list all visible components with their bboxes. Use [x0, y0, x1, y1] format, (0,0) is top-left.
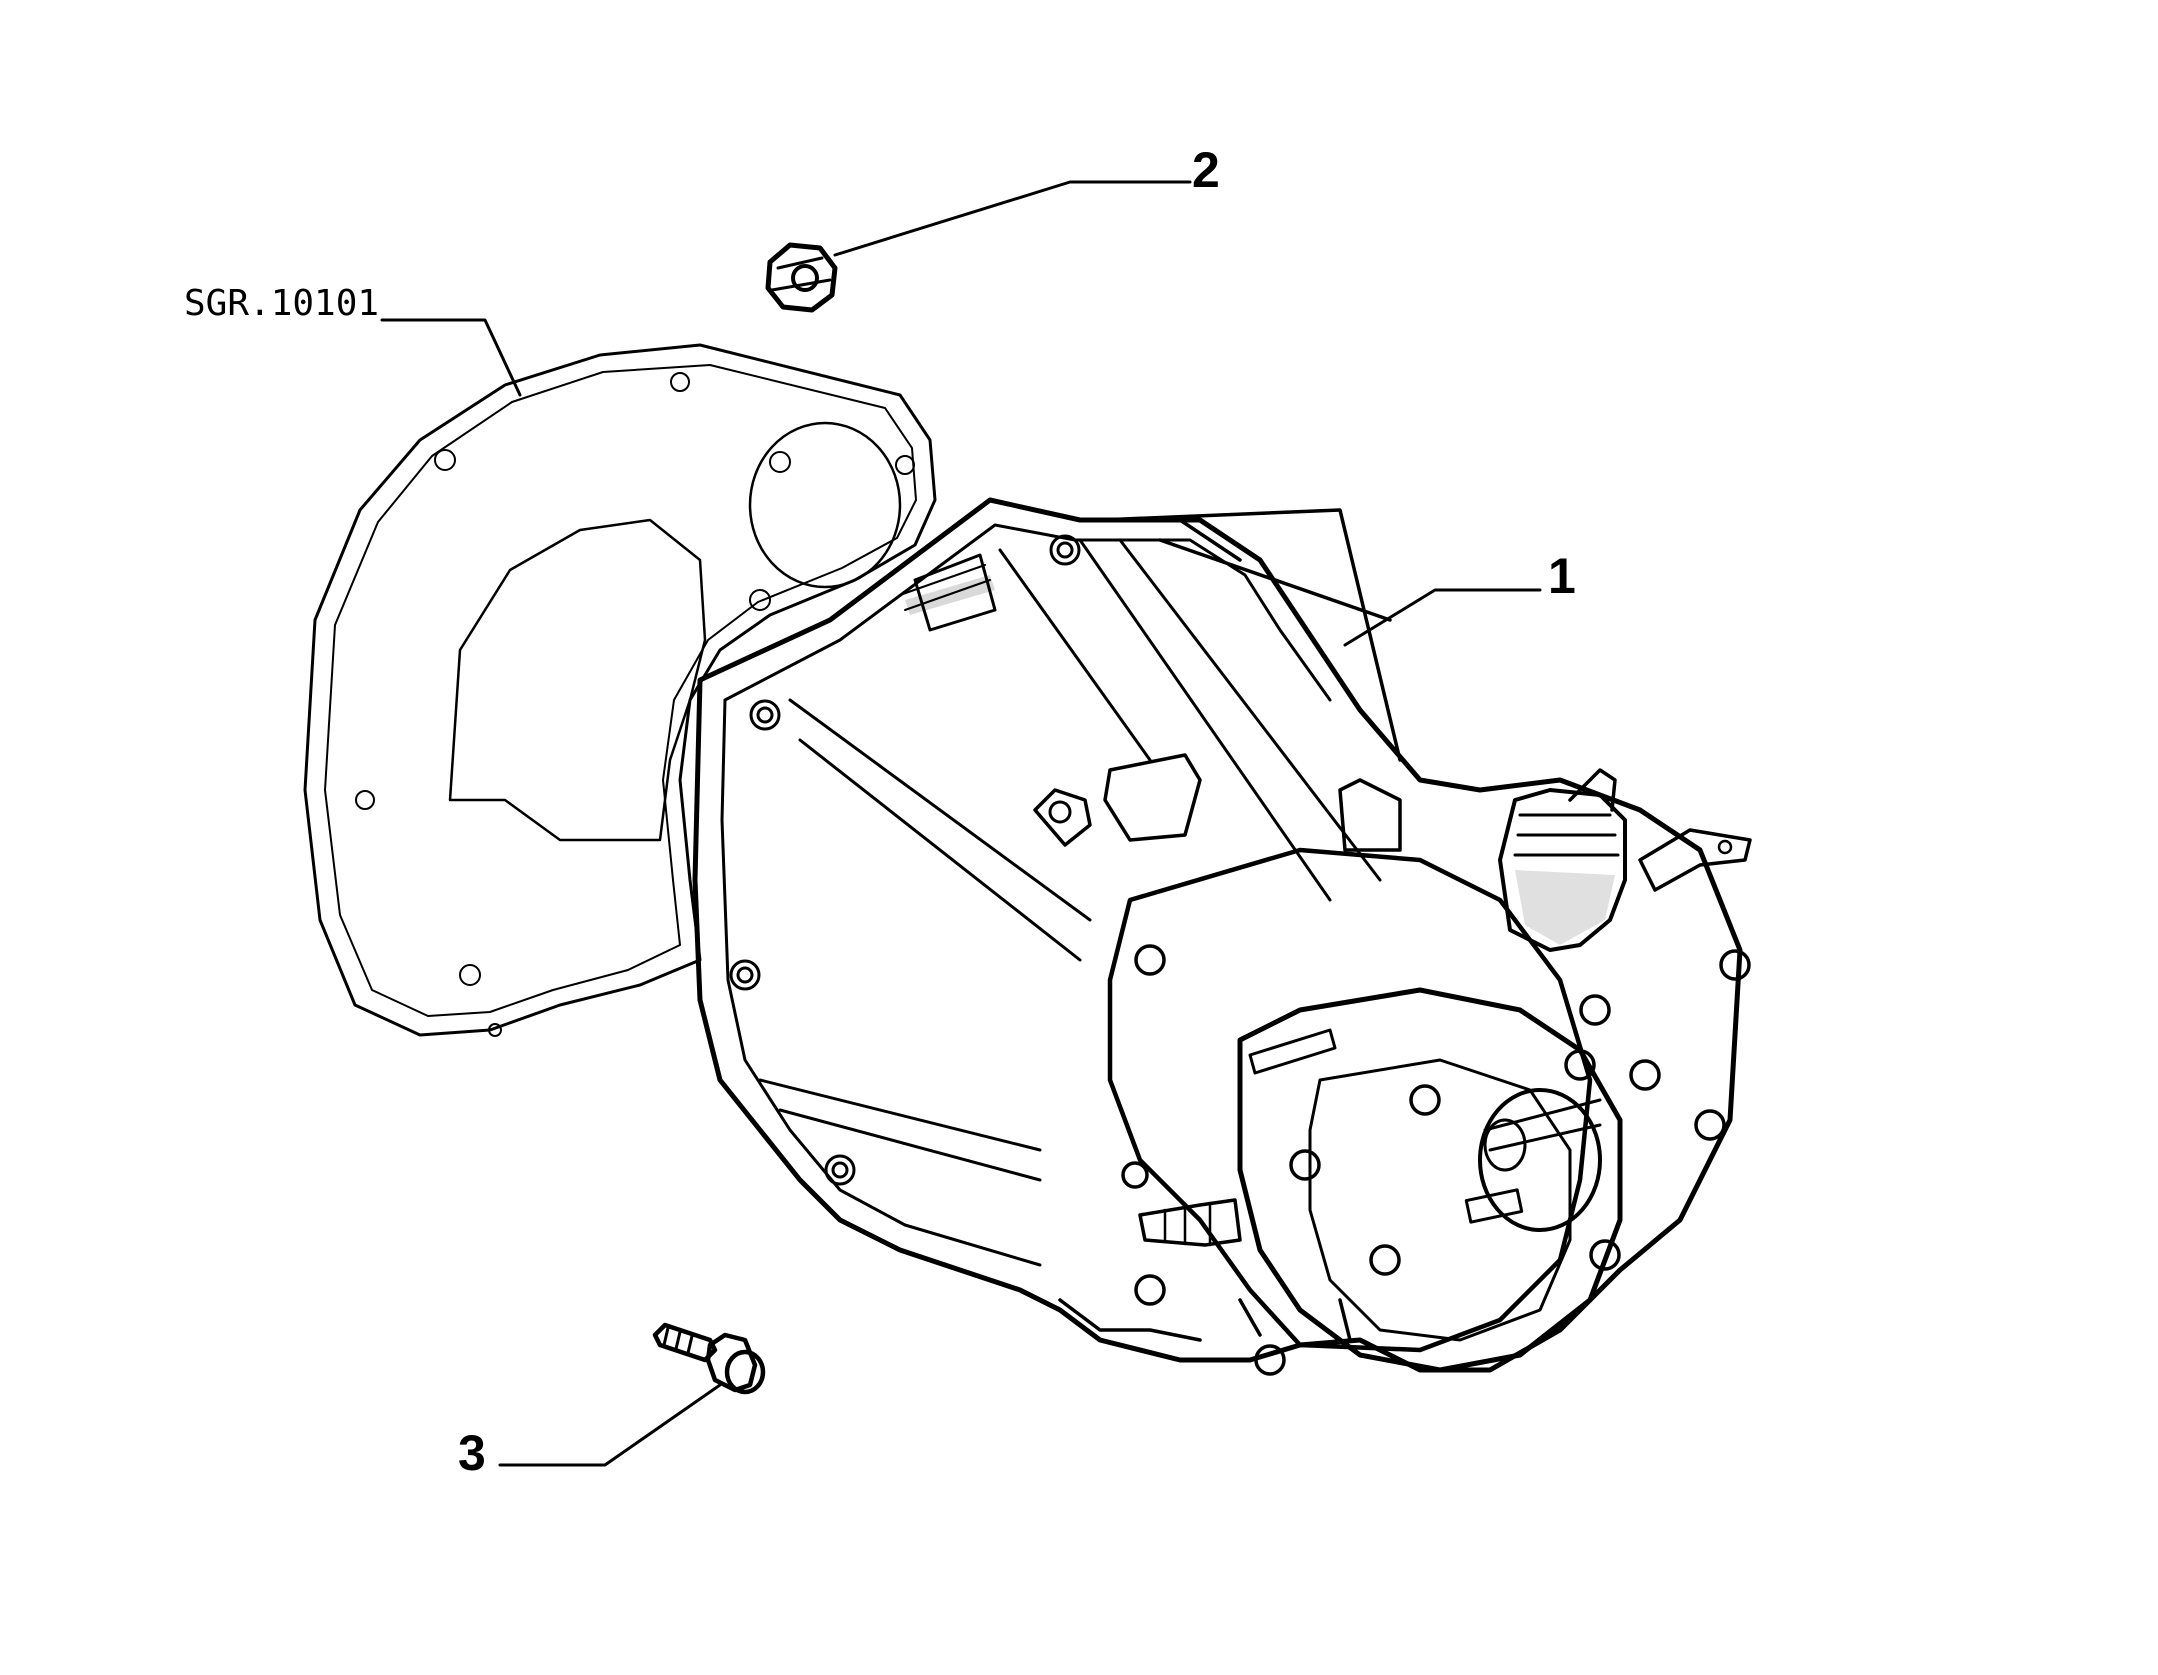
leader-line-3: [498, 1383, 722, 1467]
leader-line-1: [1343, 588, 1542, 647]
callout-2: 2: [1192, 142, 1220, 198]
gearbox-housing: [692, 497, 1752, 1376]
callout-3: 3: [458, 1425, 486, 1481]
leader-line-ref: [380, 318, 522, 397]
leader-lines: [380, 180, 1542, 1467]
leader-line-2: [833, 180, 1192, 257]
nut: [765, 242, 838, 313]
bolt: [652, 1322, 766, 1395]
housing-bolts: [1121, 944, 1751, 1376]
reference-label: SGR.10101: [184, 283, 379, 324]
gasket-plate: [303, 343, 937, 1037]
callout-1: 1: [1548, 548, 1576, 604]
